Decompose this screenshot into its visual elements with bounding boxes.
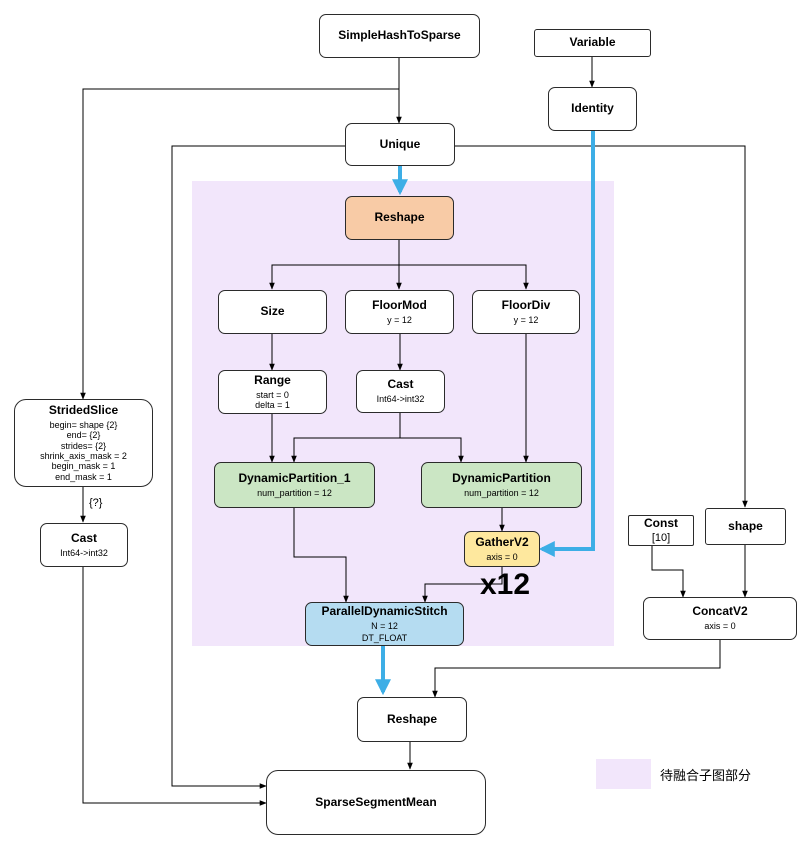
node-title: Variable — [569, 35, 616, 50]
edge-gather-pds — [422, 567, 503, 603]
node-floordiv[interactable]: FloorDiv y = 12 — [472, 290, 580, 334]
node-param: Int64->int32 — [60, 547, 108, 558]
repeat-count-label: x12 — [480, 568, 531, 601]
node-title: DynamicPartition_1 — [238, 470, 351, 485]
node-title: FloorMod — [372, 297, 427, 312]
node-unique[interactable]: Unique — [345, 123, 455, 166]
node-concatv2[interactable]: ConcatV2 axis = 0 — [643, 597, 797, 640]
node-const[interactable]: Const [10] — [628, 515, 694, 546]
edge-dynpart1-pds — [293, 508, 349, 603]
node-dynamic-partition[interactable]: DynamicPartition num_partition = 12 — [421, 462, 582, 508]
node-cast-left[interactable]: Cast Int64->int32 — [40, 523, 128, 567]
node-reshape-bottom[interactable]: Reshape — [357, 697, 467, 742]
node-title: Cast — [70, 530, 97, 545]
node-title: SimpleHashToSparse — [338, 28, 461, 43]
node-gatherv2[interactable]: GatherV2 axis = 0 — [464, 531, 540, 567]
node-identity[interactable]: Identity — [548, 87, 637, 131]
node-title: GatherV2 — [475, 534, 529, 549]
node-sparse-segment-mean[interactable]: SparseSegmentMean — [266, 770, 486, 835]
node-title: StridedSlice — [48, 403, 119, 418]
node-param: strides= {2} — [60, 440, 107, 451]
node-title: DynamicPartition — [452, 470, 551, 485]
edge-identity-gather-thick — [538, 131, 595, 557]
node-param: y = 12 — [387, 314, 412, 325]
node-param: num_partition = 12 — [257, 487, 332, 498]
node-param: end_mask = 1 — [55, 471, 112, 482]
node-reshape-top[interactable]: Reshape — [345, 196, 454, 240]
node-title: Identity — [571, 101, 614, 116]
node-shape[interactable]: shape — [705, 508, 786, 545]
node-param: axis = 0 — [486, 551, 518, 562]
node-param: begin_mask = 1 — [51, 461, 116, 472]
edge-cast-ssm — [82, 567, 267, 806]
edge-concat-reshape — [432, 640, 721, 698]
node-title: SparseSegmentMean — [315, 794, 437, 809]
node-param: DT_FLOAT — [361, 632, 408, 643]
node-cast-mid[interactable]: Cast Int64->int32 — [356, 370, 445, 413]
edge-const-concat — [651, 546, 686, 598]
node-title: Const — [644, 515, 678, 530]
node-title: shape — [728, 518, 763, 533]
edge-label: {?} — [89, 497, 103, 509]
node-param: start = 0 — [256, 389, 289, 400]
node-title: Cast — [387, 377, 414, 392]
node-title: Reshape — [374, 210, 425, 225]
edge-unique-shape — [454, 145, 748, 508]
node-param: num_partition = 12 — [464, 487, 539, 498]
node-param: axis = 0 — [704, 621, 736, 632]
edge-reshape-floordiv — [399, 264, 529, 290]
node-title: ParallelDynamicStitch — [321, 603, 448, 618]
node-param: shrink_axis_mask = 2 — [40, 450, 127, 461]
node-dynamic-partition-1[interactable]: DynamicPartition_1 num_partition = 12 — [214, 462, 375, 508]
edge-reshape-size — [269, 240, 400, 290]
node-floormod[interactable]: FloorMod y = 12 — [345, 290, 454, 334]
edge-cast-dynpart — [400, 437, 464, 463]
node-title: Size — [260, 304, 285, 319]
edge-hash-strided — [80, 88, 399, 400]
node-strided-slice[interactable]: StridedSlice begin= shape {2} end= {2} s… — [14, 399, 153, 487]
node-range[interactable]: Range start = 0 delta = 1 — [218, 370, 327, 414]
node-param: delta = 1 — [255, 399, 290, 410]
node-variable[interactable]: Variable — [534, 29, 651, 57]
edge-unique-ssm — [171, 145, 346, 789]
node-simple-hash-to-sparse[interactable]: SimpleHashToSparse — [319, 14, 480, 58]
node-param: Int64->int32 — [376, 394, 425, 405]
node-title: ConcatV2 — [692, 604, 748, 619]
node-param: [10] — [651, 531, 671, 544]
node-param: begin= shape {2} — [49, 419, 118, 430]
legend-swatch — [596, 759, 651, 789]
node-param: N = 12 — [371, 620, 398, 631]
node-param: end= {2} — [66, 430, 101, 441]
legend-label: 待融合子图部分 — [660, 768, 752, 783]
node-title: FloorDiv — [501, 297, 551, 312]
node-title: Unique — [379, 136, 421, 151]
node-size[interactable]: Size — [218, 290, 327, 334]
edge-cast-dynpart1 — [291, 413, 401, 463]
node-param: y = 12 — [513, 314, 539, 325]
node-title: Range — [254, 372, 291, 387]
node-parallel-dynamic-stitch[interactable]: ParallelDynamicStitch N = 12 DT_FLOAT — [305, 602, 464, 646]
node-title: Reshape — [386, 711, 438, 726]
